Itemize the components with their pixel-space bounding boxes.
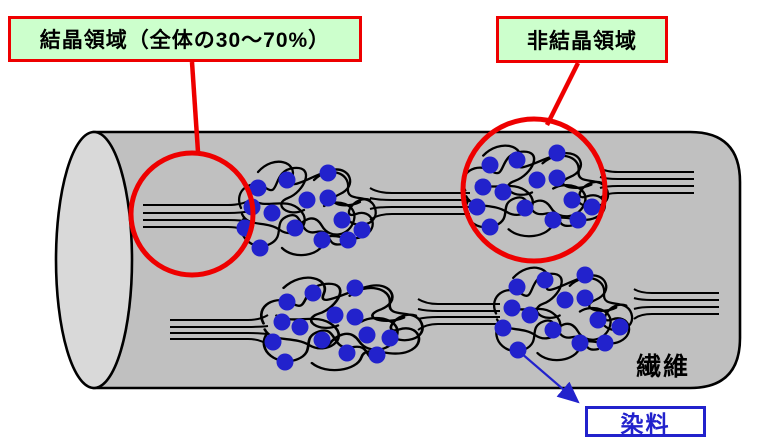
amorphous-leader-line: [544, 61, 581, 127]
amorphous-region-label: 非結晶領域: [496, 16, 668, 63]
dye-label: 染料: [585, 406, 706, 437]
dye-dots: [236, 144, 629, 371]
crystalline-leader-line: [189, 61, 201, 153]
dye-arrow: [520, 352, 580, 404]
amorphous-highlight-circle: [460, 116, 608, 264]
crystalline-region-label: 結晶領域（全体の30～70%）: [8, 16, 362, 62]
crystalline-lines-bottom-right: [633, 288, 719, 320]
crystalline-highlight-circle: [128, 150, 256, 278]
fiber-label: 繊維: [636, 353, 691, 381]
fiber-end-cap: [54, 130, 134, 390]
